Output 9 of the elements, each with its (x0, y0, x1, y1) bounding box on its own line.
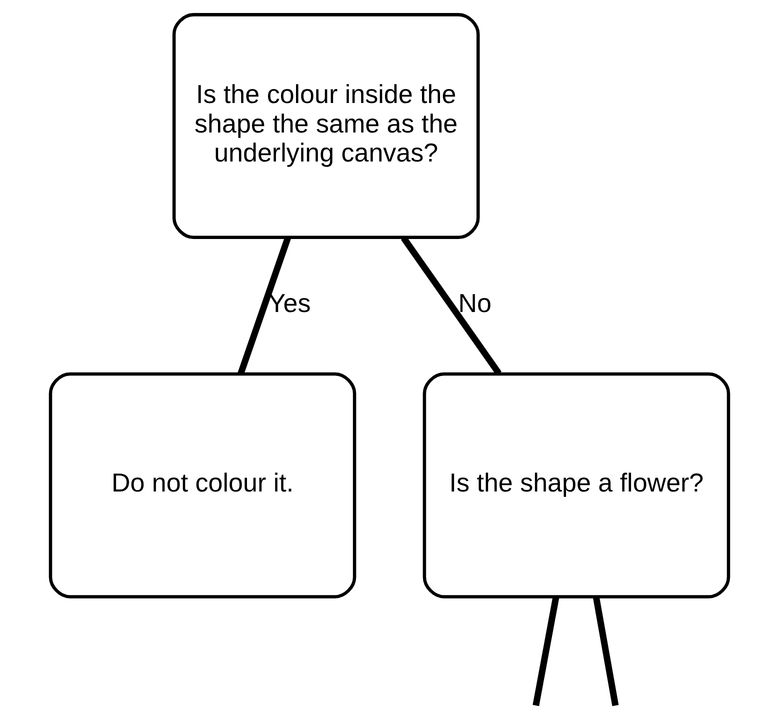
connector (400, 236, 502, 376)
connector (238, 236, 291, 374)
node-box: Is the colour inside the shape the same as the underlying canvas? (172, 13, 480, 240)
edge-label: Yes (268, 288, 311, 318)
edge-label: No (458, 288, 492, 318)
node-box: Do not colour it. (48, 372, 356, 598)
connector (532, 596, 560, 706)
connector (592, 596, 619, 706)
node-box: Is the shape a flower? (422, 372, 730, 598)
